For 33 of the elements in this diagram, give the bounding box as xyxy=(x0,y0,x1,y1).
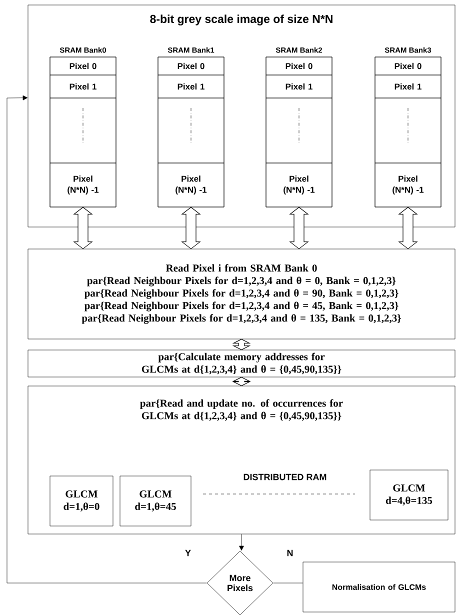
pixel-cell: Pixel 0 xyxy=(374,56,442,76)
process-box: Read Pixel i from SRAM Bank 0 par{Read Neighbour Pixels for d=1,2,3,4 and θ = 0, Bank = 0,1,2,3} par{Read Neighbour Pixels for d=1,2,3,4 and θ = 90, Bank = 0,1,2,3} par{Read Neighbour Pixels for d=1,2,3,4 and θ = 45, Bank = 0,1,2,3} par{Read Neighbour Pixels for d=1,2,3,4 and θ = 135, Bank = 0,1,2,3} xyxy=(28,248,456,340)
arrow xyxy=(232,376,251,386)
arrow xyxy=(6,95,207,584)
pixel-cell: Pixel 1 xyxy=(266,74,332,98)
arrow xyxy=(239,534,244,551)
section-label: DISTRIBUTED RAM xyxy=(244,474,326,480)
pixel-cell: Pixel 1 xyxy=(158,74,224,98)
arrow xyxy=(181,206,201,250)
arrow xyxy=(398,206,418,250)
ellipsis-cell xyxy=(374,98,442,164)
edge-label: N xyxy=(287,550,293,556)
pixel-cell: Pixel 0 xyxy=(158,56,224,76)
glcm-box: GLCM d=4,θ=135 xyxy=(370,470,448,520)
pixel-cell: Pixel (N*N) -1 xyxy=(266,162,332,208)
arrow xyxy=(289,206,309,250)
glcm-box: GLCM d=1,θ=45 xyxy=(120,476,192,526)
arrow xyxy=(73,206,93,250)
pixel-cell: Pixel 1 xyxy=(374,74,442,98)
pixel-cell: Pixel 0 xyxy=(266,56,332,76)
edge-label: Y xyxy=(185,550,191,556)
glcm-box: GLCM d=1,θ=0 xyxy=(50,476,114,526)
pixel-cell: Pixel (N*N) -1 xyxy=(374,162,442,208)
ellipsis-cell xyxy=(266,98,332,164)
process-box: par{Calculate memory addresses for GLCMs at d{1,2,3,4} and θ = {0,45,90,135}} xyxy=(28,350,456,378)
pixel-cell: Pixel (N*N) -1 xyxy=(50,162,116,208)
pixel-cell: Pixel 1 xyxy=(50,74,116,98)
pixel-cell: Pixel 0 xyxy=(50,56,116,76)
pixel-cell: Pixel (N*N) -1 xyxy=(158,162,224,208)
ellipsis-cell xyxy=(158,98,224,164)
process-box: Normalisation of GLCMs xyxy=(302,562,456,612)
ellipsis-cell xyxy=(50,98,116,164)
arrow xyxy=(232,338,251,350)
